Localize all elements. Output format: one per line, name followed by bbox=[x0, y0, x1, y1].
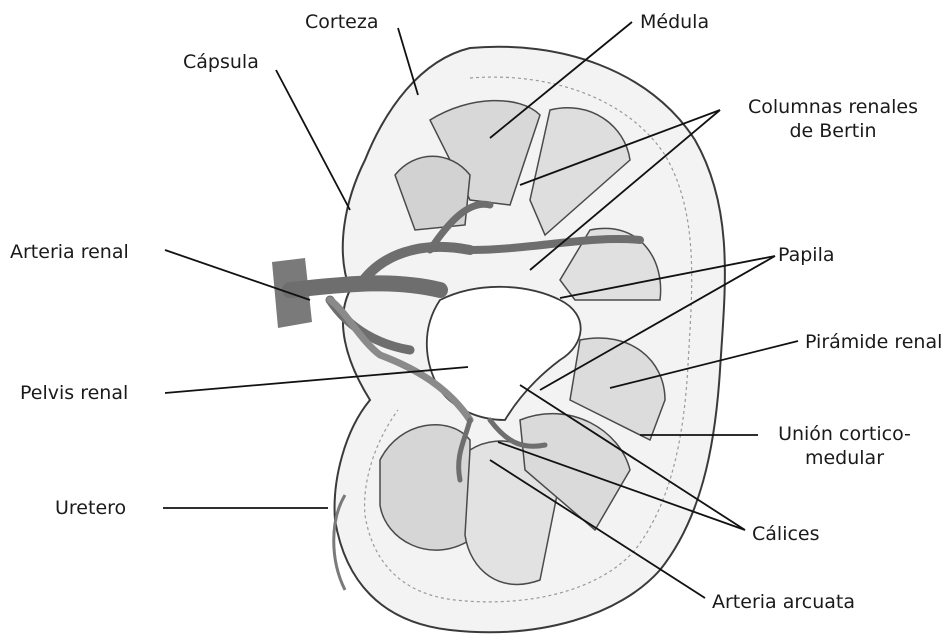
label-uretero: Uretero bbox=[55, 496, 126, 520]
label-capsula: Cápsula bbox=[183, 50, 259, 74]
label-columnas-renales: Columnas renales de Bertin bbox=[728, 95, 938, 143]
label-union-line1: Unión cortico- bbox=[762, 422, 927, 446]
pyramid-bottom-1 bbox=[380, 425, 470, 550]
label-corteza: Corteza bbox=[305, 10, 378, 34]
leader-corteza bbox=[398, 28, 418, 95]
label-union-cortico-medular: Unión cortico- medular bbox=[762, 422, 927, 470]
label-union-line2: medular bbox=[762, 446, 927, 470]
label-medula: Médula bbox=[640, 10, 709, 34]
label-arteria-renal: Arteria renal bbox=[10, 240, 129, 264]
leader-capsula bbox=[276, 70, 350, 210]
label-arteria-arcuata: Arteria arcuata bbox=[712, 590, 855, 614]
label-calices: Cálices bbox=[752, 522, 820, 546]
label-columnas-line2: de Bertin bbox=[728, 119, 938, 143]
label-piramide-renal: Pirámide renal bbox=[805, 330, 942, 354]
label-papila: Papila bbox=[778, 243, 835, 267]
label-pelvis-renal: Pelvis renal bbox=[20, 381, 128, 405]
label-columnas-line1: Columnas renales bbox=[728, 95, 938, 119]
